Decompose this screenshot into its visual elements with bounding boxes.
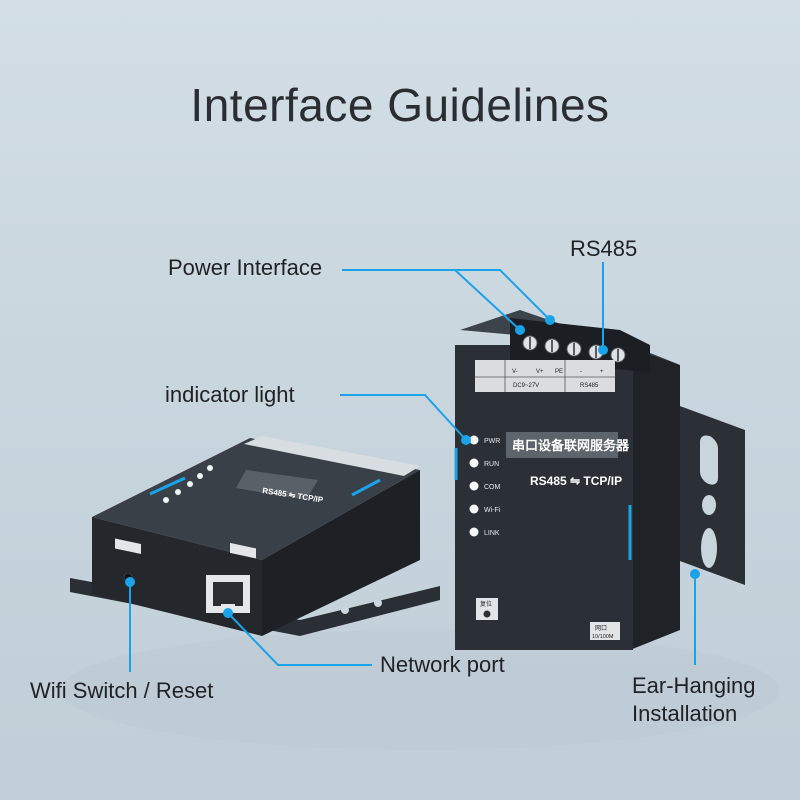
terminal-label-pe: PE [555,369,563,375]
panel-title: 串口设备联网服务器 [512,438,630,453]
net-tag-line2: 10/100M [592,634,614,640]
device-small-side [262,470,420,636]
ear-plate-small [70,578,440,636]
device-small: RS485 ⇋ TCP/IP [70,436,440,636]
label-rs485: RS485 [570,236,638,261]
label-ear-hanging-line2: Installation [632,701,738,726]
net-tag-bg [590,622,620,640]
terminal-label-minus: - [580,369,582,375]
terminal-label-vplus: V+ [536,369,544,375]
reset-tag-bg [476,598,498,620]
panel-subtitle: RS485 ⇋ TCP/IP [530,474,622,488]
terminal-label-plus: + [600,369,604,375]
net-tag-line1: 网口 [595,625,607,632]
label-ear-hanging-line1: Ear-Hanging [632,673,756,698]
label-wifi-switch-reset: Wifi Switch / Reset [30,678,214,703]
device-large: V- V+ PE - + DC9~27V RS485 串口设备联网服务器 RS4… [454,310,745,650]
led-com-icon [469,481,479,491]
led-pwr-icon [469,435,479,445]
label-power-interface: Power Interface [168,255,323,280]
label-indicator-light: indicator light [165,382,295,407]
label-ear-hanging: Ear-Hanging Installation [632,672,756,728]
led-label-com: COM [484,484,501,491]
device-small-top [92,438,420,560]
label-network-port: Network port [380,652,505,677]
voltage-label: DC9~27V [513,383,539,389]
led-run-icon [469,458,479,468]
led-wifi-icon [469,504,479,514]
page-title: Interface Guidelines [190,79,610,131]
reset-tag: 复位 [480,600,492,608]
terminal-label-vminus: V- [512,369,518,375]
callout-lines [125,262,700,672]
panel-label-bg [506,432,618,458]
led-label-link: LINK [484,530,500,537]
led-label-wifi: Wi-Fi [484,507,501,514]
led-link-icon [469,527,479,537]
rs485-tag: RS485 [580,383,599,389]
led-label-pwr: PWR [484,438,500,445]
led-label-run: RUN [484,461,499,468]
